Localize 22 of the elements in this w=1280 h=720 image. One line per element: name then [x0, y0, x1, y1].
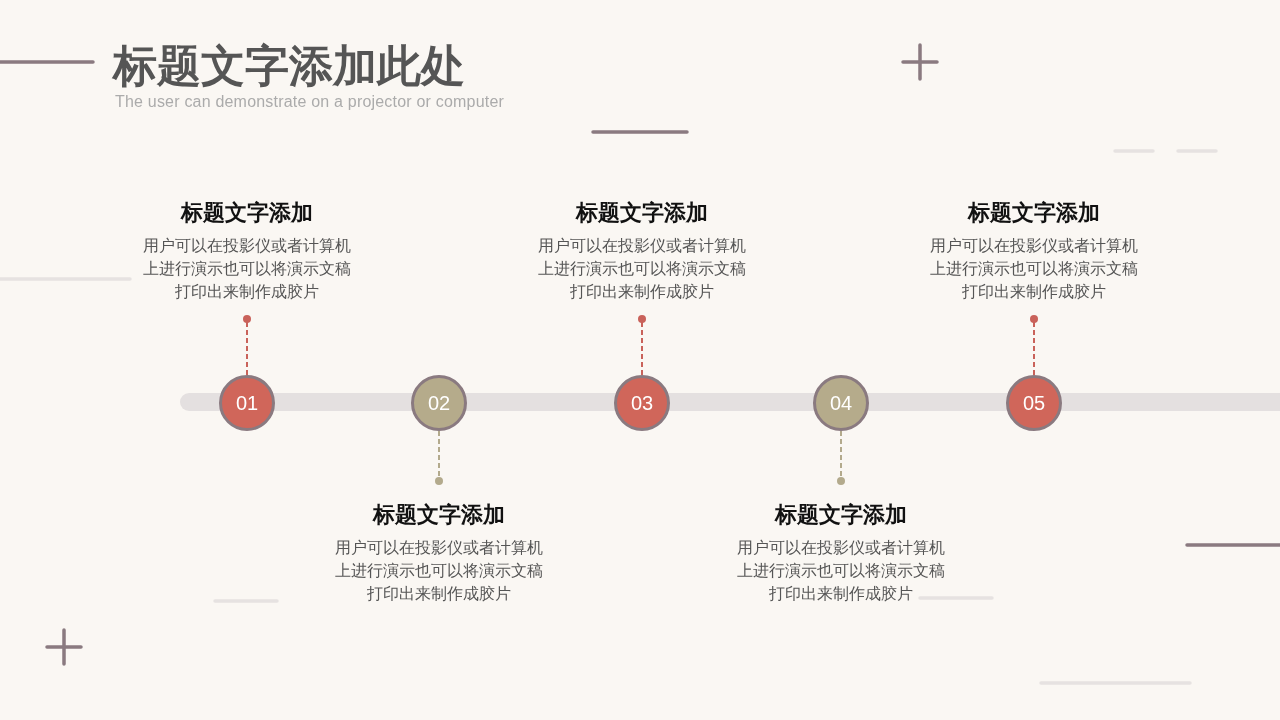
step-number-circle: 05	[1006, 375, 1062, 431]
dashed-leader-line	[435, 430, 443, 485]
step-heading: 标题文字添加	[968, 199, 1100, 227]
step-heading: 标题文字添加	[775, 501, 907, 529]
step-description: 用户可以在投影仪或者计算机上进行演示也可以将演示文稿打印出来制作成胶片	[334, 537, 544, 605]
step-description: 用户可以在投影仪或者计算机上进行演示也可以将演示文稿打印出来制作成胶片	[929, 235, 1139, 303]
dashed-leader-line	[837, 430, 845, 485]
step-number-circle: 01	[219, 375, 275, 431]
dashed-leader-line	[638, 315, 646, 376]
step-number-circle: 02	[411, 375, 467, 431]
step-heading: 标题文字添加	[181, 199, 313, 227]
step-description: 用户可以在投影仪或者计算机上进行演示也可以将演示文稿打印出来制作成胶片	[736, 537, 946, 605]
step-number-circle: 04	[813, 375, 869, 431]
step-number-circle: 03	[614, 375, 670, 431]
title: 标题文字添加此处	[113, 39, 465, 93]
step-description: 用户可以在投影仪或者计算机上进行演示也可以将演示文稿打印出来制作成胶片	[537, 235, 747, 303]
step-description: 用户可以在投影仪或者计算机上进行演示也可以将演示文稿打印出来制作成胶片	[142, 235, 352, 303]
dashed-leader-line	[243, 315, 251, 376]
dashed-leader-line	[1030, 315, 1038, 376]
step-heading: 标题文字添加	[576, 199, 708, 227]
step-heading: 标题文字添加	[373, 501, 505, 529]
subtitle: The user can demonstrate on a projector or computer	[115, 92, 505, 112]
